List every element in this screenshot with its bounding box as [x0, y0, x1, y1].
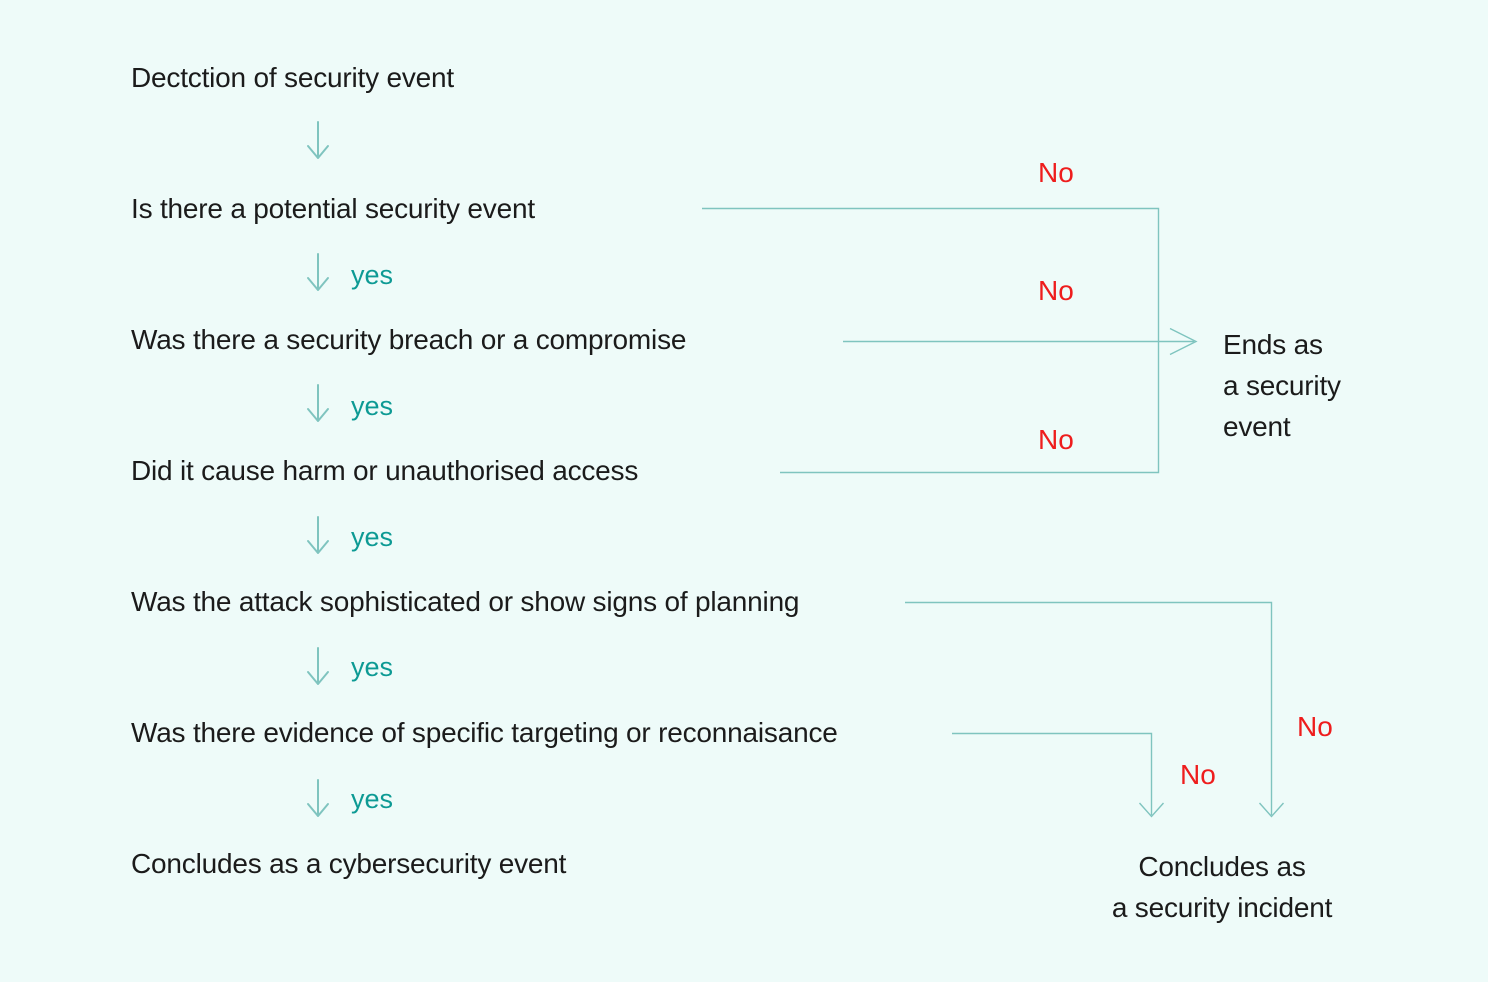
- connector-no-targeting-down: [952, 732, 1153, 815]
- node-concludes-cybersecurity-event: Concludes as a cybersecurity event: [131, 848, 567, 879]
- no-label-breach: No: [1038, 275, 1074, 306]
- yes-label-sophisticated: yes: [351, 652, 394, 682]
- arrowhead-ends-event-icon: [1169, 327, 1198, 356]
- node-harm: Did it cause harm or unauthorised access: [131, 455, 639, 486]
- no-label-sophisticated: No: [1297, 711, 1333, 742]
- node-breach: Was there a security breach or a comprom…: [131, 324, 687, 355]
- down-arrow-icon: [307, 779, 329, 817]
- node-targeting: Was there evidence of specific targeting…: [131, 717, 838, 748]
- down-arrow-icon: [307, 384, 329, 422]
- ends-security-event-line3: event: [1223, 411, 1291, 442]
- no-label-targeting: No: [1180, 759, 1216, 790]
- connector-no-sophisticated-down: [905, 601, 1273, 815]
- node-potential: Is there a potential security event: [131, 193, 535, 224]
- concludes-security-incident-line2: a security incident: [1111, 892, 1333, 923]
- down-arrow-icon: [307, 121, 329, 159]
- yes-label-harm: yes: [351, 522, 394, 552]
- no-label-harm: No: [1038, 424, 1074, 455]
- arrowhead-targeting-no-icon: [1138, 802, 1165, 818]
- down-arrow-icon: [307, 516, 329, 554]
- yes-label-breach: yes: [351, 391, 394, 421]
- node-start: Dectction of security event: [131, 62, 454, 93]
- ends-security-event-line2: a security: [1223, 370, 1341, 401]
- node-ends-security-event: Ends as a security event: [1223, 324, 1341, 447]
- arrowhead-sophisticated-no-icon: [1258, 802, 1285, 818]
- concludes-security-incident-line1: Concludes as: [1138, 851, 1306, 882]
- node-sophisticated: Was the attack sophisticated or show sig…: [131, 586, 800, 617]
- down-arrow-icon: [307, 253, 329, 291]
- node-concludes-security-incident: Concludes as a security incident: [1050, 846, 1394, 928]
- connector-no-potential-and-harm: [702, 207, 1160, 474]
- no-label-potential: No: [1038, 157, 1074, 188]
- down-arrow-icon: [307, 647, 329, 685]
- yes-label-potential: yes: [351, 260, 394, 290]
- yes-label-targeting: yes: [351, 784, 394, 814]
- ends-security-event-line1: Ends as: [1223, 329, 1323, 360]
